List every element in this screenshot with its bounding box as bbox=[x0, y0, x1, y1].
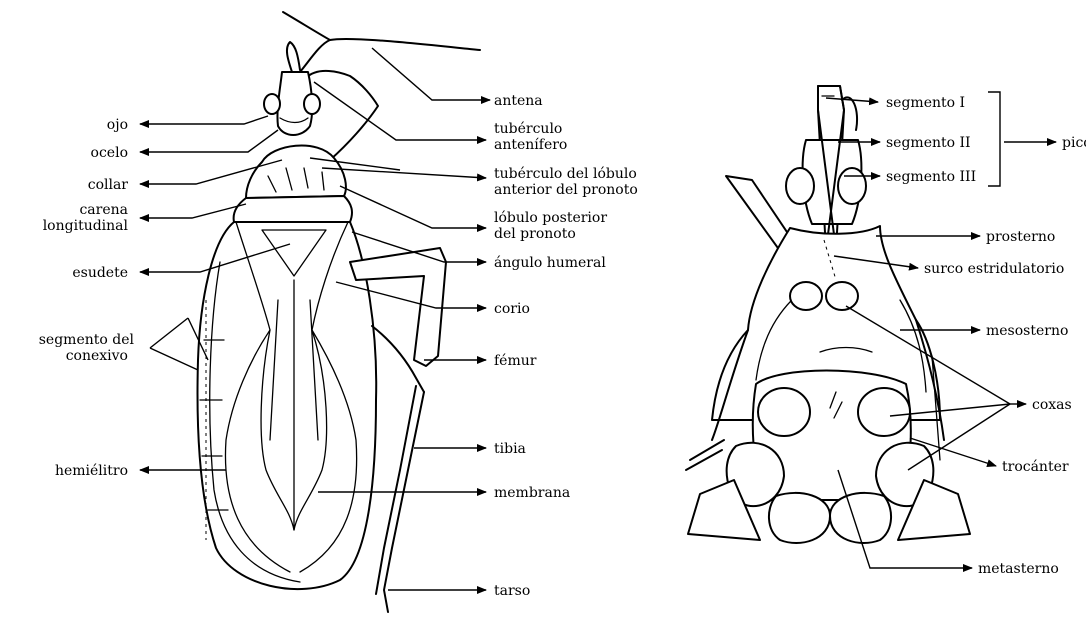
label-lobulo-posterior-2: del pronoto bbox=[494, 226, 576, 242]
ventral-view-insect bbox=[686, 86, 970, 543]
label-segmento-1: segmento I bbox=[886, 95, 965, 111]
label-hemielitro: hemiélitro bbox=[55, 463, 128, 479]
label-carena-2: longitudinal bbox=[43, 218, 129, 234]
label-metasterno: metasterno bbox=[978, 561, 1059, 577]
label-segmento-2: segmento II bbox=[886, 135, 971, 151]
label-trocanter: trocánter bbox=[1002, 459, 1069, 475]
coxa-front-left bbox=[790, 282, 822, 310]
label-femur: fémur bbox=[494, 353, 537, 369]
coxa-front-right bbox=[826, 282, 858, 310]
dorsal-labels-left: ojo ocelo collar carena longitudinal esu… bbox=[39, 117, 135, 479]
label-ojo: ojo bbox=[107, 117, 128, 133]
eye-left bbox=[264, 94, 280, 114]
label-segmento-3: segmento III bbox=[886, 169, 976, 185]
label-surco-estridulatorio: surco estridulatorio bbox=[924, 261, 1064, 277]
label-ocelo: ocelo bbox=[91, 145, 128, 161]
label-antena: antena bbox=[494, 93, 543, 109]
label-coxas: coxas bbox=[1032, 397, 1072, 413]
coxa-bottom-right bbox=[830, 493, 891, 543]
label-carena-1: carena bbox=[79, 202, 128, 218]
label-corio: corio bbox=[494, 301, 530, 317]
coxa-mid-left bbox=[758, 388, 810, 436]
eye-ventral-right bbox=[838, 168, 866, 204]
pronotum-anterior-lobe bbox=[246, 146, 346, 198]
label-segmento-conexivo-2: conexivo bbox=[66, 348, 128, 364]
label-collar: collar bbox=[88, 177, 129, 193]
leg-stub-left bbox=[686, 440, 724, 470]
eye-right bbox=[304, 94, 320, 114]
label-segmento-conexivo-1: segmento del bbox=[39, 332, 135, 348]
label-tuberculo-antenifero-2: antenífero bbox=[494, 137, 567, 153]
label-tuberculo-antenifero-1: tubérculo bbox=[494, 121, 562, 137]
label-membrana: membrana bbox=[494, 485, 570, 501]
label-lobulo-posterior-1: lóbulo posterior bbox=[494, 210, 607, 226]
label-esudete: esudete bbox=[72, 265, 128, 281]
label-pico: pico bbox=[1062, 135, 1086, 151]
antenna-left bbox=[287, 42, 300, 72]
tibia bbox=[384, 392, 424, 612]
label-mesosterno: mesosterno bbox=[986, 323, 1068, 339]
abdomen-outline bbox=[198, 222, 377, 589]
eye-ventral-left bbox=[786, 168, 814, 204]
dorsal-view-insect bbox=[198, 12, 480, 612]
label-tarso: tarso bbox=[494, 583, 530, 599]
label-prosterno: prosterno bbox=[986, 229, 1055, 245]
label-tuberculo-lobulo-1: tubérculo del lóbulo bbox=[494, 166, 637, 182]
label-tibia: tibia bbox=[494, 441, 526, 457]
coxa-mid-right bbox=[858, 388, 910, 436]
coxa-bottom-left bbox=[769, 493, 830, 543]
dorsal-labels-right: antena tubérculo antenífero tubérculo de… bbox=[494, 93, 638, 599]
antenna-right bbox=[300, 39, 480, 72]
label-angulo-humeral: ángulo humeral bbox=[494, 255, 606, 271]
label-tuberculo-lobulo-2: anterior del pronoto bbox=[494, 182, 638, 198]
